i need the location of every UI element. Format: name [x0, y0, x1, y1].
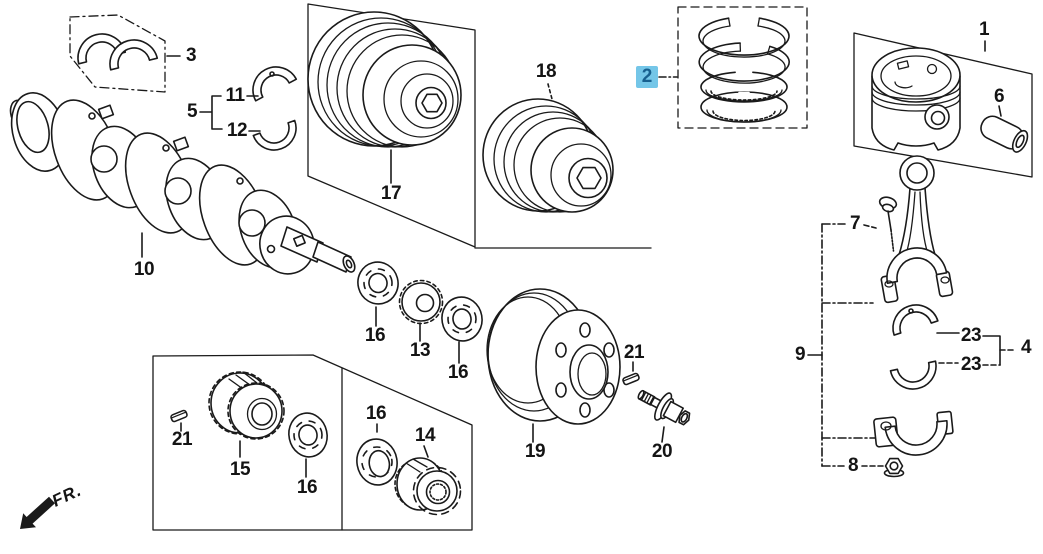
- part-label-16c[interactable]: 16: [296, 477, 318, 498]
- piston-rings-illustration: [698, 17, 790, 123]
- part-label-3[interactable]: 3: [185, 45, 197, 66]
- pulley-19-illustration: [486, 288, 621, 425]
- part-label-14[interactable]: 14: [414, 425, 436, 446]
- box-main-bearings: [69, 14, 166, 93]
- front-direction-arrow-icon: [20, 496, 55, 529]
- bearing-upper-illustration: [252, 66, 298, 102]
- bearing-lower-illustration: [252, 119, 297, 151]
- part-label-4[interactable]: 4: [1020, 337, 1032, 358]
- connecting-rod-illustration: [880, 155, 954, 304]
- part-label-21a[interactable]: 21: [623, 342, 645, 363]
- thrust-washer-16d-illustration: [356, 438, 398, 486]
- part-label-10[interactable]: 10: [133, 259, 155, 280]
- part-label-12[interactable]: 12: [226, 120, 248, 141]
- part-label-16b[interactable]: 16: [447, 362, 469, 383]
- part-label-11[interactable]: 11: [225, 85, 245, 106]
- part-label-2-highlighted[interactable]: 2: [636, 66, 658, 88]
- leader-lines: [141, 40, 1014, 478]
- part-label-9[interactable]: 9: [794, 344, 806, 365]
- gear-13-illustration: [398, 279, 444, 325]
- rod-cap-illustration: [873, 410, 954, 456]
- thrust-washer-16a-illustration: [357, 261, 399, 305]
- thrust-washer-16b-illustration: [441, 296, 483, 342]
- box-piston: [853, 32, 1033, 178]
- rod-bearing-lower-illustration: [889, 360, 937, 390]
- bolt-20-illustration: [637, 389, 691, 426]
- crankshaft-illustration: [9, 92, 356, 275]
- key-21b-illustration: [170, 409, 188, 423]
- bracket-4: [982, 335, 1001, 366]
- part-label-1[interactable]: 1: [978, 19, 990, 40]
- main-bearing-set-illustration: [77, 33, 159, 71]
- box-timing-gears: [152, 354, 473, 531]
- part-label-6[interactable]: 6: [993, 86, 1005, 107]
- pulley-17-illustration: [307, 11, 462, 148]
- part-label-8[interactable]: 8: [847, 455, 859, 476]
- gear-15-illustration: [208, 371, 285, 440]
- part-label-23a[interactable]: 23: [960, 325, 982, 346]
- part-label-13[interactable]: 13: [409, 340, 431, 361]
- group-boxes: [69, 3, 1033, 531]
- part-label-23b[interactable]: 23: [960, 354, 982, 375]
- part-label-19[interactable]: 19: [524, 441, 546, 462]
- part-label-16a[interactable]: 16: [364, 325, 386, 346]
- key-21a-illustration: [622, 372, 640, 386]
- rod-nut-illustration: [883, 457, 905, 478]
- piston-pin-illustration: [980, 115, 1029, 153]
- part-label-17[interactable]: 17: [380, 183, 402, 204]
- box-pulley-17: [307, 3, 476, 248]
- thrust-washer-16c-illustration: [288, 412, 328, 458]
- part-label-21b[interactable]: 21: [171, 429, 193, 450]
- part-label-7[interactable]: 7: [849, 213, 861, 234]
- box-piston-rings: [677, 6, 808, 129]
- gear-14-illustration: [394, 457, 462, 516]
- part-label-15[interactable]: 15: [229, 459, 251, 480]
- part-label-16d[interactable]: 16: [365, 403, 387, 424]
- part-label-5[interactable]: 5: [186, 101, 198, 122]
- pulley-18-illustration: [482, 98, 614, 213]
- part-label-20[interactable]: 20: [651, 441, 673, 462]
- rod-bolt-illustration: [878, 196, 898, 252]
- part-label-18[interactable]: 18: [535, 61, 557, 82]
- piston-illustration: [871, 47, 961, 151]
- rod-bearing-upper-illustration: [892, 304, 939, 336]
